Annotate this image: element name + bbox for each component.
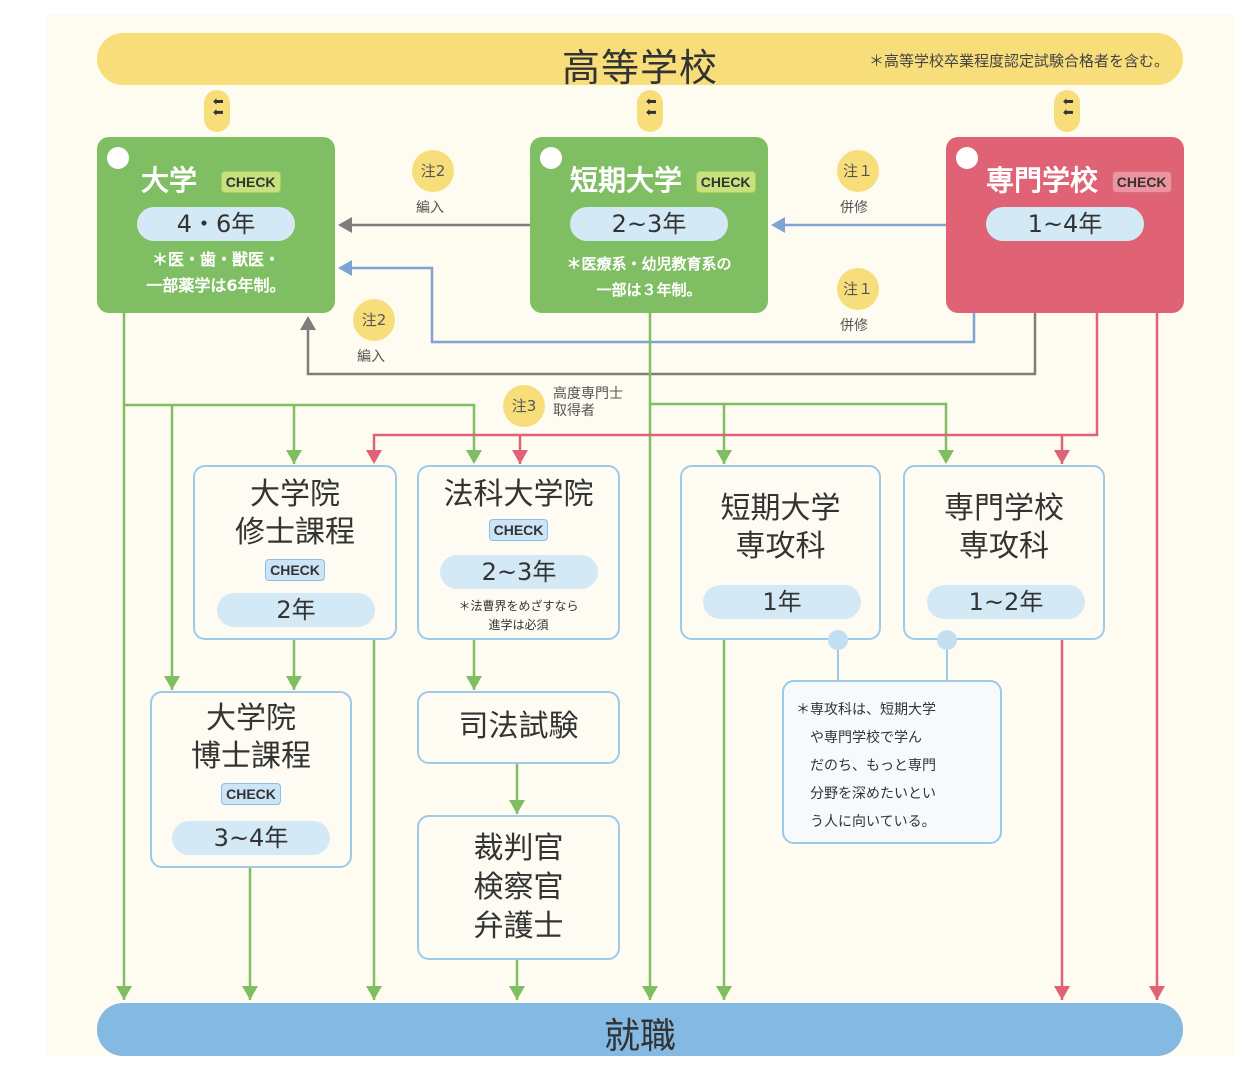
doctoral-check-button[interactable]: CHECK: [221, 783, 281, 805]
vocational-school-name: 専門学校: [986, 164, 1099, 197]
law-school-years: 2~3年: [440, 555, 598, 589]
university-years: 4・6年: [137, 207, 295, 241]
masters-check-button[interactable]: CHECK: [265, 559, 325, 581]
vocational-school-years: 1~4年: [986, 207, 1144, 241]
junior-college-box[interactable]: 短期大学 CHECK 2~3年 ＊医療系・幼児教育系の 一部は３年制。: [530, 137, 768, 313]
note-label-dual-enrollment: 併修: [840, 200, 868, 216]
junior-college-years: 2~3年: [570, 207, 728, 241]
law-school-title: 法科大学院: [443, 477, 594, 512]
connector-dot: [828, 630, 848, 650]
note-badge-2: 注2: [353, 299, 395, 341]
doctoral-check-wrap: CHECK: [152, 783, 350, 805]
note-line: や専門学校で学ん: [810, 730, 922, 746]
down-arrow-icon: ⬇⬇: [637, 90, 663, 132]
junior-college-check-button[interactable]: CHECK: [695, 171, 756, 193]
junior-college-note-line: 一部は３年制。: [596, 281, 702, 299]
university-check-button[interactable]: CHECK: [220, 171, 281, 193]
circle-marker-icon: [540, 147, 562, 169]
junior-college-note: ＊医療系・幼児教育系の 一部は３年制。: [530, 251, 768, 303]
connector-dot: [937, 630, 957, 650]
doctoral-line: 大学院: [206, 701, 296, 736]
employment-title: 就職: [603, 1016, 676, 1057]
university-box[interactable]: 大学 CHECK 4・6年 ＊医・歯・獣医・ 一部薬学は6年制。: [97, 137, 335, 313]
note-badge-1: 注１: [837, 268, 879, 310]
voc-advanced-line: 専門学校: [944, 491, 1064, 526]
doctoral-years: 3~4年: [172, 821, 330, 855]
jc-advanced-line: 短期大学: [720, 491, 841, 526]
university-name: 大学: [141, 164, 198, 197]
vocational-school-check-button[interactable]: CHECK: [1111, 171, 1172, 193]
note-label-dual-enrollment: 併修: [840, 318, 868, 334]
note-label-transfer: 編入: [416, 200, 444, 216]
junior-college-advanced-course-box[interactable]: 短期大学 専攻科 1年: [680, 465, 881, 640]
junior-college-name: 短期大学: [570, 164, 683, 197]
doctoral-line: 博士課程: [191, 739, 311, 774]
voc-advanced-years: 1~2年: [927, 585, 1085, 619]
voc-advanced-line: 専攻科: [959, 529, 1049, 564]
law-school-note-line: ＊法曹界をめざすなら: [458, 599, 579, 613]
vocational-school-title: 専門学校 CHECK: [986, 159, 1172, 199]
circle-marker-icon: [956, 147, 978, 169]
high-school-bar: 高等学校 ＊高等学校卒業程度認定試験合格者を含む。: [97, 33, 1183, 90]
employment-bar: 就職: [97, 1003, 1183, 1057]
legal-profession-line: 弁護士: [473, 909, 564, 944]
university-note: ＊医・歯・獣医・ 一部薬学は6年制。: [97, 247, 335, 299]
high-school-title: 高等学校: [561, 46, 718, 90]
note-line: 分野を深めたいとい: [810, 786, 936, 802]
bar-exam-box[interactable]: 司法試験: [417, 691, 620, 764]
law-school-note-line: 進学は必須: [488, 618, 549, 632]
law-school-check-wrap: CHECK: [419, 519, 618, 541]
high-school-note: ＊高等学校卒業程度認定試験合格者を含む。: [868, 52, 1169, 70]
vocational-school-box[interactable]: 専門学校 CHECK 1~4年: [946, 137, 1184, 313]
university-note-line: ＊医・歯・獣医・: [151, 250, 280, 269]
masters-check-wrap: CHECK: [195, 559, 395, 581]
advanced-course-note-text: ＊専攻科は、短期大学 や専門学校で学ん だのち、もっと専門 分野を深めたいとい …: [796, 696, 990, 836]
jc-advanced-line: 専攻科: [735, 529, 826, 564]
note-badge-3: 注3: [503, 385, 545, 427]
masters-years: 2年: [217, 593, 375, 627]
jc-advanced-years: 1年: [703, 585, 861, 619]
down-arrow-icon: ⬇⬇: [1054, 90, 1080, 132]
doctoral-program-box[interactable]: 大学院 博士課程 CHECK 3~4年: [150, 691, 352, 868]
down-arrow-icon: ⬇⬇: [204, 90, 230, 132]
legal-profession-line: 裁判官: [473, 831, 564, 866]
double-arrow-glyph: ⬇⬇: [209, 96, 225, 118]
vocational-advanced-course-box[interactable]: 専門学校 専攻科 1~2年: [903, 465, 1105, 640]
masters-line: 修士課程: [235, 515, 355, 550]
junior-college-note-line: ＊医療系・幼児教育系の: [566, 255, 732, 273]
bar-exam-title: 司法試験: [458, 709, 579, 744]
note-label-line: 高度専門士: [553, 386, 623, 402]
law-school-note: ＊法曹界をめざすなら 進学は必須: [419, 597, 618, 635]
note-label-transfer: 編入: [357, 349, 385, 365]
legal-profession-line: 検察官: [473, 870, 564, 905]
note-label-line: 取得者: [553, 403, 595, 419]
note-line: だのち、もっと専門: [810, 758, 936, 774]
note-line: う人に向いている。: [810, 814, 936, 830]
university-note-line: 一部薬学は6年制。: [146, 276, 286, 295]
junior-college-title: 短期大学 CHECK: [570, 159, 756, 199]
note-line: ＊専攻科は、短期大学: [796, 702, 936, 718]
masters-line: 大学院: [250, 477, 340, 512]
note-badge-2: 注2: [412, 150, 454, 192]
double-arrow-glyph: ⬇⬇: [642, 96, 658, 118]
note-label-advanced-diploma: 高度専門士 取得者: [553, 386, 623, 420]
masters-program-box[interactable]: 大学院 修士課程 CHECK 2年: [193, 465, 397, 640]
double-arrow-glyph: ⬇⬇: [1059, 96, 1075, 118]
legal-professions-box[interactable]: 裁判官 検察官 弁護士: [417, 815, 620, 960]
circle-marker-icon: [107, 147, 129, 169]
advanced-course-note: ＊専攻科は、短期大学 や専門学校で学ん だのち、もっと専門 分野を深めたいとい …: [782, 680, 1002, 844]
law-school-box[interactable]: 法科大学院 CHECK 2~3年 ＊法曹界をめざすなら 進学は必須: [417, 465, 620, 640]
university-title: 大学 CHECK: [141, 159, 281, 199]
law-school-check-button[interactable]: CHECK: [488, 519, 549, 541]
note-badge-1: 注１: [837, 150, 879, 192]
